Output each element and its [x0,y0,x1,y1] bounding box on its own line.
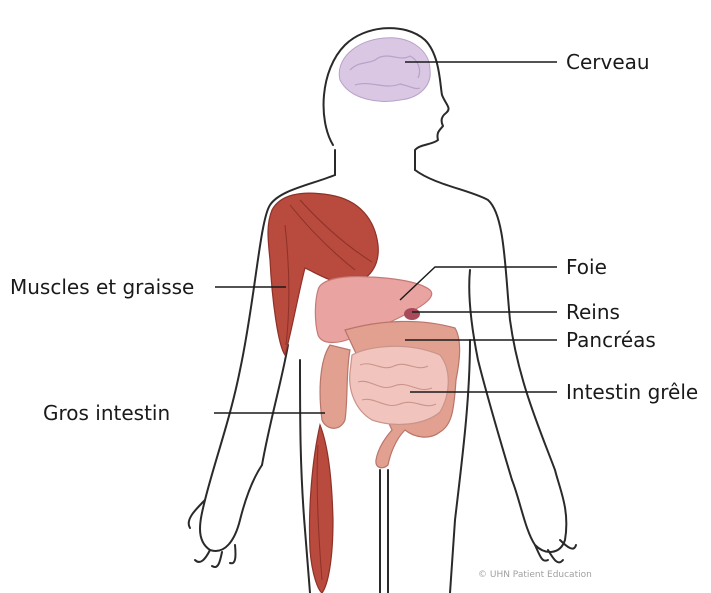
copyright-credit: © UHN Patient Education [478,570,592,580]
thigh-muscle [309,425,333,593]
label-small-intestine: Intestin grêle [566,380,698,404]
left-hand-fingers [189,500,236,567]
inner-arm-right [469,270,512,480]
label-large-intestine: Gros intestin [43,401,170,425]
kidney-organ [404,308,420,320]
inner-arm-left [262,345,288,465]
small-intestine-organ [350,346,449,424]
waist-left [300,360,310,593]
label-brain: Cerveau [566,50,650,74]
label-muscles-fat: Muscles et graisse [10,275,194,299]
label-liver: Foie [566,255,607,279]
label-kidneys: Reins [566,300,620,324]
label-pancreas: Pancréas [566,328,656,352]
brain-organ [339,38,430,102]
